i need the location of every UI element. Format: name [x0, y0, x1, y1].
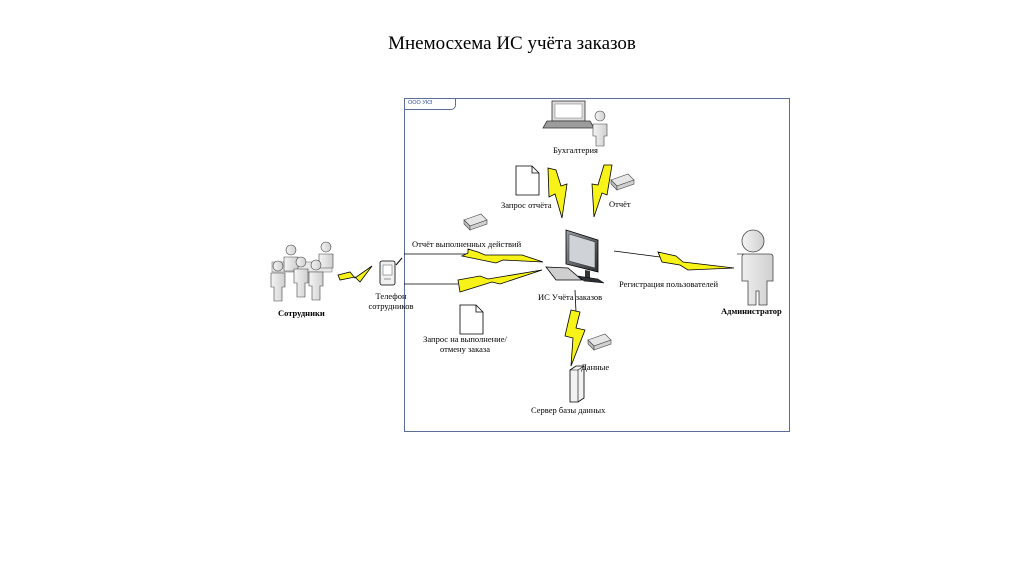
lightning-bolt [460, 248, 544, 264]
flow-label-report: Отчёт [609, 199, 631, 209]
node-label-phone: Телефон сотрудников [368, 291, 414, 311]
node-label-admin: Администратор [721, 306, 782, 316]
node-label-db-server: Сервер базы данных [531, 405, 606, 415]
lightning-bolt [337, 265, 373, 283]
connector-line [613, 250, 661, 258]
lightning-bolt [457, 269, 543, 293]
administrator-person-icon [737, 229, 774, 306]
database-server-icon [569, 365, 585, 403]
lightning-bolt [547, 167, 568, 219]
node-label-accounting: Бухгалтерия [553, 145, 598, 155]
connector-line [574, 289, 577, 313]
link-accounting-report [591, 164, 613, 218]
employees-group-icon [270, 241, 334, 302]
link-phone-employees [337, 265, 373, 283]
document-icon [459, 304, 484, 335]
phone-icon [379, 257, 403, 286]
printer-icon [463, 213, 488, 231]
computer-icon [545, 229, 605, 284]
flow-label-actions-report: Отчёт выполненных действий [412, 239, 522, 249]
flow-label-user-registration: Регистрация пользователей [619, 279, 719, 289]
node-label-system: ИС Учёта заказов [538, 292, 603, 302]
flow-label-report-request: Запрос отчёта [501, 200, 552, 210]
printer-icon [610, 173, 635, 191]
organization-boundary [404, 98, 790, 432]
flow-label-order-request: Запрос на выполнение/ отмену заказа [423, 334, 507, 354]
document-icon [515, 165, 540, 196]
link-actions-report [404, 248, 544, 264]
link-accounting-request [547, 167, 568, 219]
lightning-bolt [564, 309, 586, 367]
link-order-request [404, 269, 543, 293]
lightning-bolt [657, 251, 735, 271]
boundary-tab [404, 98, 456, 110]
flow-label-data: Данные [581, 362, 610, 372]
lightning-bolt [591, 164, 613, 218]
accounting-person-icon [592, 110, 608, 147]
link-admin [613, 250, 735, 271]
link-database [564, 289, 586, 367]
boundary-label: ООО УКЗ [408, 100, 433, 106]
page-title: Мнемосхема ИС учёта заказов [388, 33, 636, 54]
accounting-laptop-icon [542, 100, 595, 129]
printer-icon [587, 333, 612, 351]
node-label-employees: Сотрудники [278, 308, 325, 318]
